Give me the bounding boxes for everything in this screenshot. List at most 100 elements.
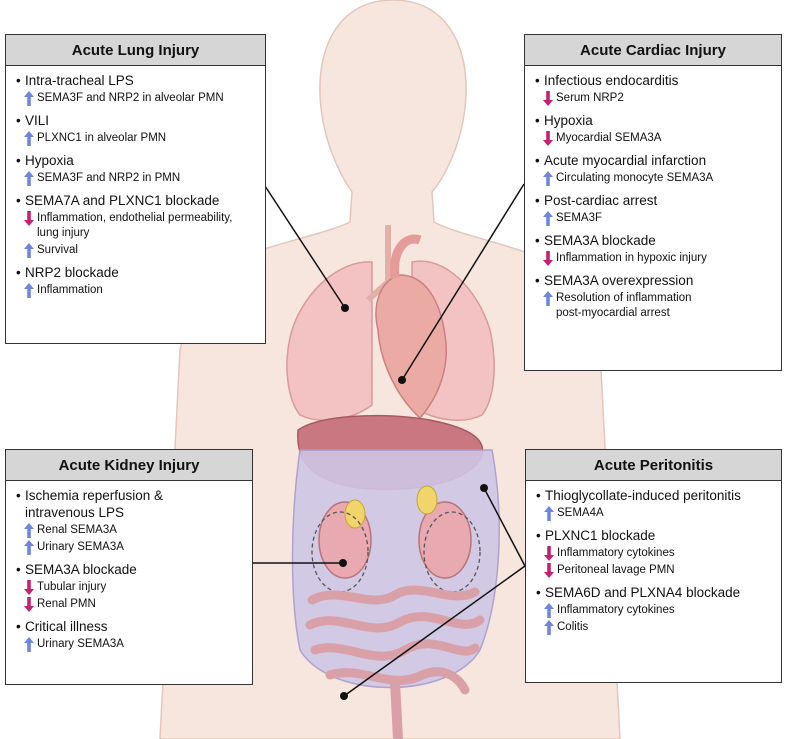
effect-text: Inflammation in hypoxic injury (556, 252, 707, 264)
effect-row: Inflammatory cytokines (544, 546, 773, 561)
effect-text: Serum NRP2 (556, 92, 624, 104)
item-heading-text: SEMA7A and PLXNC1 blockade (25, 193, 220, 208)
connector-lines (252, 183, 526, 700)
acute-peritonitis-panel: Acute Peritonitis •Thioglycollate-induce… (525, 449, 782, 683)
panel-title: Acute Cardiac Injury (525, 35, 781, 66)
arrow-up-icon (24, 171, 34, 186)
item-heading: • NRP2 blockade (16, 264, 257, 281)
arrow-up-icon (24, 540, 34, 555)
arrow-up-icon (543, 211, 553, 226)
arrow-up-icon (24, 283, 34, 298)
arrow-up-icon (24, 131, 34, 146)
item-heading: •Hypoxia (16, 152, 257, 169)
effect-row: Urinary SEMA3A (24, 637, 244, 652)
item-heading: •Ischemia reperfusion & (16, 487, 244, 504)
item-heading: • SEMA3A blockade (535, 232, 773, 249)
item-heading-text: Intra-tracheal LPS (25, 73, 134, 88)
arrow-up-icon (24, 637, 34, 652)
bullet: • (535, 193, 540, 208)
item-heading: • Thioglycollate-induced peritonitis (536, 487, 773, 504)
arrow-down-icon (544, 563, 554, 578)
effect-row: Urinary SEMA3A (24, 540, 244, 555)
effect-text: Inflammation (37, 284, 103, 296)
acute-cardiac-injury-panel: Acute Cardiac Injury • Infectious endocar… (524, 34, 782, 371)
effect-row: Survival (24, 243, 257, 258)
arrow-down-icon (24, 597, 34, 612)
effect-text: lung injury (37, 227, 90, 239)
acute-kidney-injury-panel: Acute Kidney Injury •Ischemia reperfusio… (5, 449, 253, 685)
effect-row: Inflammation (24, 283, 257, 298)
item-heading-continued: intravenous LPS (16, 504, 244, 521)
effect-row: Peritoneal lavage PMN (544, 563, 773, 578)
item-heading: • Hypoxia (535, 112, 773, 129)
item-heading-text: VILI (25, 113, 50, 128)
item-heading-text: NRP2 blockade (25, 265, 119, 280)
item-heading-text: Critical illness (25, 619, 108, 634)
item-heading-text: Hypoxia (544, 113, 593, 128)
effect-row: Inflammation in hypoxic injury (543, 251, 773, 266)
effect-text: Resolution of inflammation (556, 292, 692, 304)
effect-text: SEMA4A (557, 507, 604, 519)
item-heading: • VILI (16, 112, 257, 129)
effect-text: SEMA3F and NRP2 in alveolar PMN (37, 92, 224, 104)
effect-text: SEMA3F (556, 212, 603, 224)
effect-row: lung injury (37, 226, 257, 241)
effect-text: Circulating monocyte SEMA3A (556, 172, 714, 184)
item-heading-text: Thioglycollate-induced peritonitis (545, 488, 741, 503)
item-heading: • Intra-tracheal LPS (16, 72, 257, 89)
arrow-down-icon (543, 251, 553, 266)
item-heading: •SEMA3A blockade (16, 561, 244, 578)
effect-text: Inflammatory cytokines (557, 547, 675, 559)
bullet: • (536, 488, 541, 503)
arrow-up-icon (543, 291, 553, 306)
effect-text: Colitis (557, 621, 589, 633)
effect-row: Inflammation, endothelial permeability, (24, 211, 257, 226)
effect-row: Tubular injury (24, 580, 244, 595)
bullet: • (16, 113, 21, 128)
arrow-up-icon (544, 603, 554, 618)
bullet: • (535, 113, 540, 128)
arrow-up-icon (24, 523, 34, 538)
effect-row: Serum NRP2 (543, 91, 773, 106)
effect-row: Renal SEMA3A (24, 523, 244, 538)
bullet: • (16, 73, 21, 88)
bullet: • (16, 193, 21, 208)
effect-row: SEMA3F and NRP2 in PMN (24, 171, 257, 186)
effect-row: PLXNC1 in alveolar PMN (24, 131, 257, 146)
item-heading-text: Ischemia reperfusion & (25, 488, 164, 503)
arrow-up-icon (543, 171, 553, 186)
item-list: •Ischemia reperfusion &intravenous LPS Re… (6, 481, 252, 652)
bullet: • (16, 265, 21, 280)
effect-text: Renal SEMA3A (37, 524, 117, 536)
effect-row: SEMA3F (543, 211, 773, 226)
item-heading-text: SEMA3A blockade (25, 562, 137, 577)
item-heading-text: Infectious endocarditis (544, 73, 679, 88)
effect-text: Peritoneal lavage PMN (557, 564, 675, 576)
item-heading-text: SEMA3A blockade (544, 233, 656, 248)
item-heading-text: SEMA6D and PLXNA4 blockade (545, 585, 741, 600)
list-item: • Intra-tracheal LPS SEMA3F and NRP2 in al… (16, 72, 257, 106)
list-item: • VILI PLXNC1 in alveolar PMN (16, 112, 257, 146)
item-heading: •Post-cardiac arrest (535, 192, 773, 209)
bullet: • (536, 585, 541, 600)
effect-text: Tubular injury (37, 581, 107, 593)
bullet: • (535, 233, 540, 248)
arrow-up-icon (24, 91, 34, 106)
panel-title: Acute Lung Injury (6, 35, 265, 66)
arrow-down-icon (544, 546, 554, 561)
item-heading: • SEMA6D and PLXNA4 blockade (536, 584, 773, 601)
bullet: • (535, 273, 540, 288)
bullet: • (535, 73, 540, 88)
arrow-down-icon (543, 91, 553, 106)
item-list: • Intra-tracheal LPS SEMA3F and NRP2 in al… (6, 66, 265, 298)
